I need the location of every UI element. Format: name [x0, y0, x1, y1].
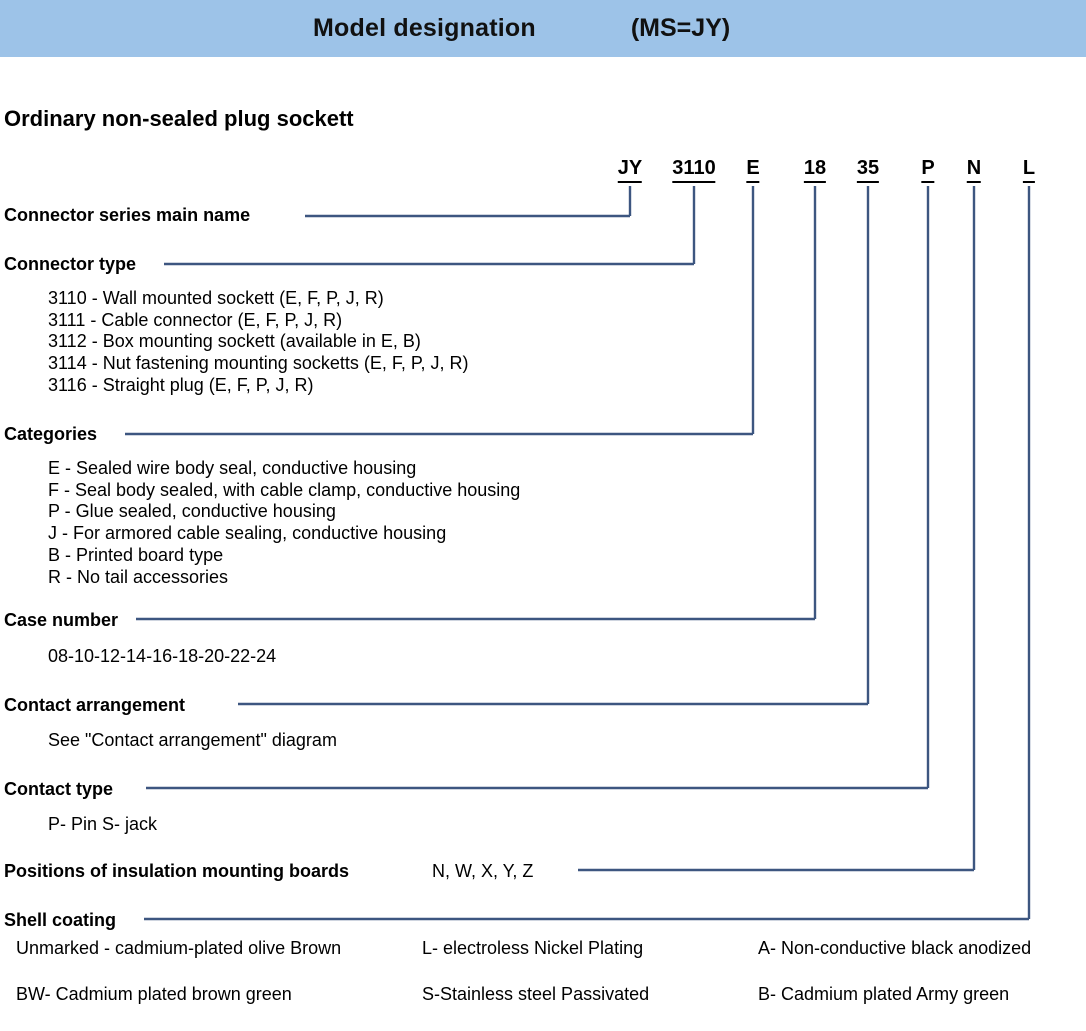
- category-item: B - Printed board type: [48, 544, 224, 565]
- section-label-categories: Categories: [4, 424, 98, 444]
- category-item: E - Sealed wire body seal, conductive ho…: [48, 458, 417, 478]
- connector-type-item: 3116 - Straight plug (E, F, P, J, R): [48, 374, 314, 395]
- header-band: Model designation (MS=JY): [0, 0, 1086, 57]
- model-code-token-l: L: [1022, 157, 1036, 183]
- section-label-connector-series-main-name: Connector series main name: [4, 205, 251, 225]
- connector-type-item: 3114 - Nut fastening mounting socketts (…: [48, 353, 469, 374]
- shell-coating-cell: Unmarked - cadmium-plated olive Brown: [16, 938, 342, 958]
- category-item: F - Seal body sealed, with cable clamp, …: [48, 479, 521, 500]
- category-item: R - No tail accessories: [48, 566, 229, 587]
- shell-coating-row: BW- Cadmium plated brown green S-Stainles…: [0, 984, 1086, 1030]
- shell-coating-cell: S-Stainless steel Passivated: [422, 984, 650, 1004]
- shell-coating-cell: A- Non-conductive black anodized: [758, 938, 1032, 958]
- model-code-token-e: E: [746, 157, 760, 183]
- section-label-case-number: Case number: [4, 610, 119, 630]
- connector-type-item: 3110 - Wall mounted sockett (E, F, P, J,…: [48, 288, 384, 308]
- section-label-contact-type: Contact type: [4, 779, 114, 799]
- category-item: P - Glue sealed, conductive housing: [48, 501, 336, 522]
- contact-type-value: P- Pin S- jack: [48, 814, 158, 834]
- case-number-value: 08-10-12-14-16-18-20-22-24: [48, 646, 277, 666]
- section-label-contact-arrangement: Contact arrangement: [4, 695, 186, 715]
- section-label-positions-of-insulation-mounting-boards: Positions of insulation mounting boards: [4, 861, 349, 881]
- insulation-board-positions-value: N, W, X, Y, Z: [432, 861, 534, 881]
- shell-coating-table: Unmarked - cadmium-plated olive Brown L- …: [0, 938, 1086, 1030]
- model-code-token-p: P: [921, 157, 935, 183]
- connector-type-list: 3110 - Wall mounted sockett (E, F, P, J,…: [48, 288, 469, 397]
- header-model-code: (MS=JY): [630, 14, 731, 42]
- categories-list: E - Sealed wire body seal, conductive ho…: [48, 458, 520, 588]
- model-code-token-18: 18: [803, 157, 827, 183]
- contact-arrangement-value: See "Contact arrangement" diagram: [48, 730, 337, 750]
- section-subtitle: Ordinary non-sealed plug sockett: [4, 106, 354, 131]
- category-item: J - For armored cable sealing, conductiv…: [48, 523, 447, 544]
- connector-type-item: 3111 - Cable connector (E, F, P, J, R): [48, 309, 343, 330]
- model-code-token-3110: 3110: [672, 157, 716, 183]
- page-title: Model designation: [313, 14, 536, 42]
- model-code-token-n: N: [966, 157, 982, 183]
- shell-coating-cell: B- Cadmium plated Army green: [758, 984, 1010, 1004]
- section-label-shell-coating: Shell coating: [4, 910, 117, 930]
- shell-coating-row: Unmarked - cadmium-plated olive Brown L- …: [0, 938, 1086, 984]
- model-code-token-jy: JY: [617, 157, 643, 183]
- section-label-connector-type: Connector type: [4, 254, 137, 274]
- connector-type-item: 3112 - Box mounting sockett (available i…: [48, 331, 421, 352]
- shell-coating-cell: L- electroless Nickel Plating: [422, 938, 644, 958]
- shell-coating-cell: BW- Cadmium plated brown green: [16, 984, 292, 1004]
- model-code-token-35: 35: [856, 157, 880, 183]
- header-content: Model designation (MS=JY): [0, 0, 1086, 57]
